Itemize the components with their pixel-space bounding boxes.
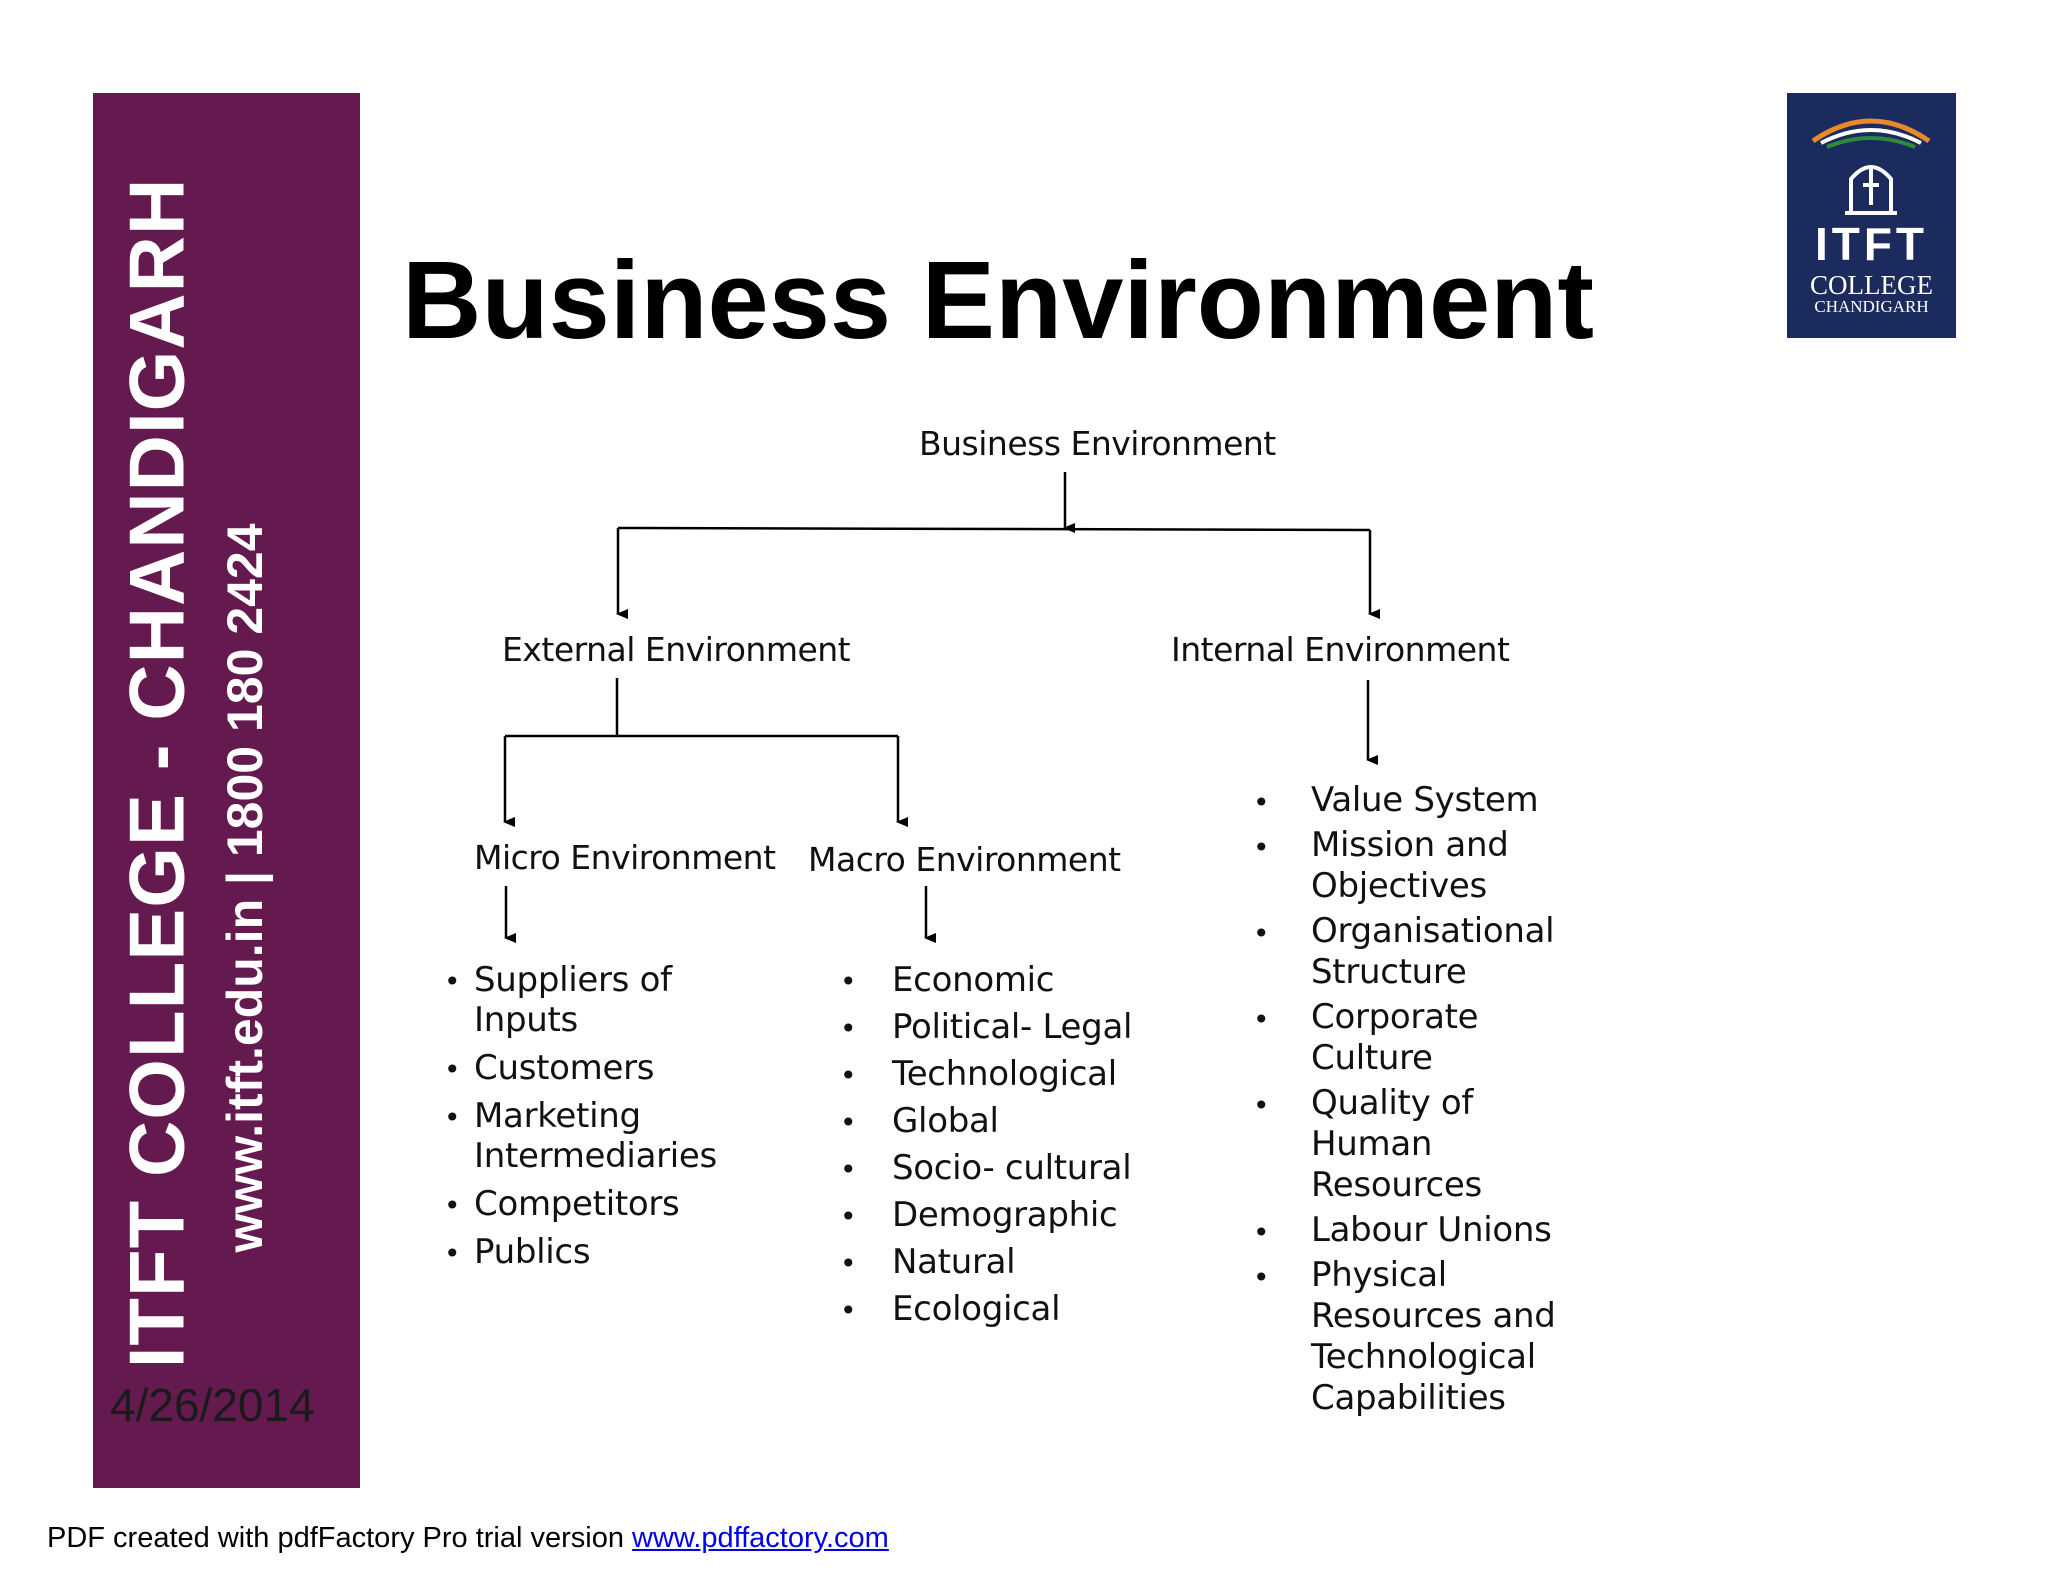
- list-item: •Socio- cultural: [840, 1148, 1132, 1188]
- logo-emblem-icon: [1811, 118, 1931, 215]
- list-item: •Global: [840, 1101, 999, 1141]
- list-item: •Organisational Structure: [1253, 911, 1555, 992]
- bullet-icon: •: [840, 1106, 857, 1139]
- bullet-icon: •: [444, 1237, 461, 1270]
- bullet-icon: •: [840, 1059, 857, 1092]
- logo-college: COLLEGE: [1810, 270, 1933, 300]
- bullet-icon: •: [444, 1053, 461, 1086]
- node-external-environment: External Environment: [502, 630, 851, 669]
- node-internal-environment: Internal Environment: [1171, 630, 1510, 669]
- footer-text: PDF created with pdfFactory Pro trial ve…: [47, 1522, 633, 1554]
- node-business-environment: Business Environment: [919, 424, 1276, 463]
- bullet-icon: •: [840, 1294, 857, 1327]
- list-item: •Natural: [840, 1242, 1016, 1282]
- list-item: •Publics: [444, 1232, 591, 1272]
- college-logo: ITFT COLLEGE CHANDIGARH: [1787, 93, 1956, 338]
- bullet-icon: •: [1253, 1216, 1270, 1249]
- bullet-icon: •: [840, 1012, 857, 1045]
- bullet-icon: •: [1253, 1003, 1270, 1036]
- micro-environment-list: •Suppliers of Inputs •Customers •Marketi…: [444, 960, 774, 1280]
- bullet-icon: •: [840, 1153, 857, 1186]
- list-item: •Political- Legal: [840, 1007, 1133, 1047]
- list-item: •Demographic: [840, 1195, 1118, 1235]
- pdffactory-link[interactable]: www.pdffactory.com: [632, 1522, 889, 1554]
- pdf-footer: PDF created with pdfFactory Pro trial ve…: [47, 1522, 889, 1555]
- macro-environment-list: •Economic •Political- Legal •Technologic…: [840, 960, 1192, 1336]
- internal-environment-list: •Value System •Mission and Objectives •O…: [1253, 780, 1561, 1423]
- list-item: •Value System: [1253, 780, 1561, 821]
- list-item: •Technological: [840, 1054, 1117, 1094]
- list-item: •Ecological: [840, 1289, 1061, 1329]
- list-item: •Competitors: [444, 1184, 680, 1224]
- bullet-icon: •: [840, 1200, 857, 1233]
- list-item: •Labour Unions: [1253, 1210, 1561, 1251]
- bullet-icon: •: [1253, 831, 1270, 864]
- list-item: •Quality of Human Resources: [1253, 1083, 1482, 1205]
- node-micro-environment: Micro Environment: [474, 838, 776, 877]
- list-item: •Suppliers of Inputs: [444, 960, 672, 1040]
- bullet-icon: •: [1253, 786, 1270, 819]
- bullet-icon: •: [840, 1247, 857, 1280]
- list-item: •Physical Resources and Technological Ca…: [1253, 1255, 1556, 1418]
- page-title: Business Environment: [402, 239, 1594, 362]
- bullet-icon: •: [1253, 1089, 1270, 1122]
- bullet-icon: •: [840, 965, 857, 998]
- bullet-icon: •: [1253, 1261, 1270, 1294]
- logo-name: ITFT: [1814, 218, 1929, 270]
- list-item: •Customers: [444, 1048, 655, 1088]
- slide-date: 4/26/2014: [110, 1379, 315, 1431]
- bullet-icon: •: [444, 1189, 461, 1222]
- bullet-icon: •: [444, 1101, 461, 1134]
- bullet-icon: •: [444, 965, 461, 998]
- sidebar-banner: ITFT COLLEGE - CHANDIGARH www.itft.edu.i…: [93, 93, 360, 1488]
- bullet-icon: •: [1253, 917, 1270, 950]
- list-item: •Mission and Objectives: [1253, 825, 1509, 906]
- logo-city: CHANDIGARH: [1814, 297, 1929, 316]
- list-item: •Corporate Culture: [1253, 997, 1479, 1078]
- list-item: •Economic: [840, 960, 1055, 1000]
- list-item: •Marketing Intermediaries: [444, 1096, 717, 1176]
- node-macro-environment: Macro Environment: [808, 840, 1121, 879]
